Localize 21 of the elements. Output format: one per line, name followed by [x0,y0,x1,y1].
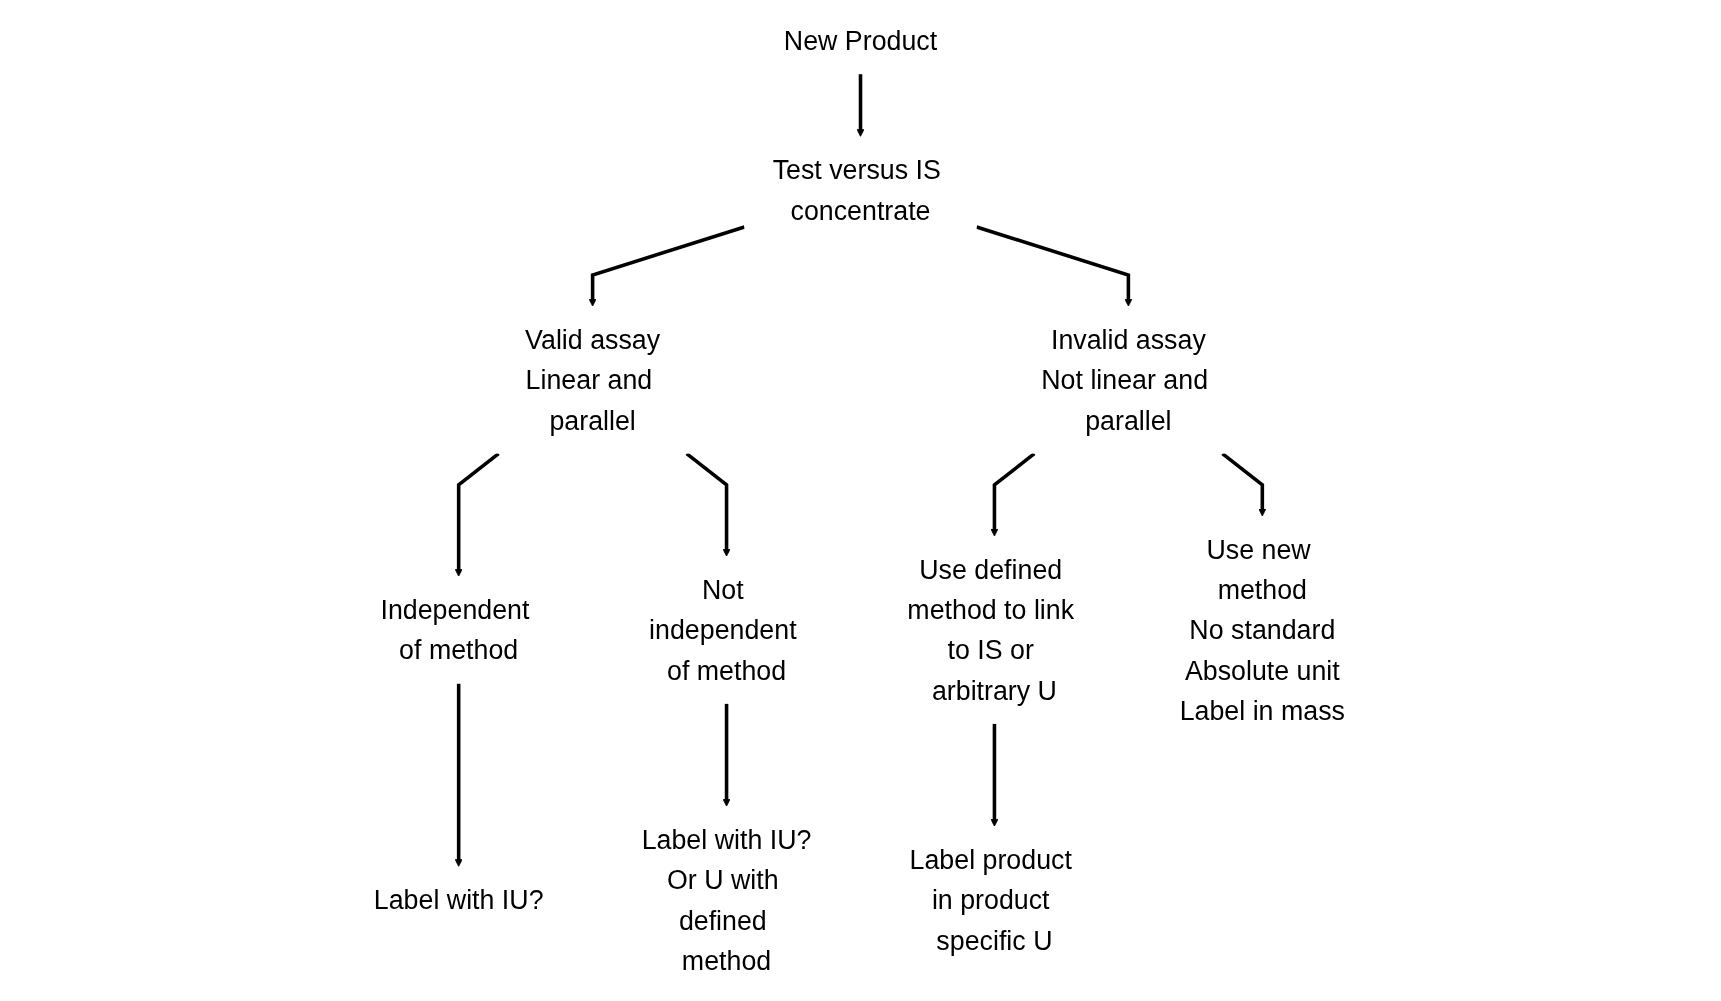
arrow [454,452,500,577]
arrow [454,683,463,867]
arrow [856,74,865,137]
arrow [722,703,731,807]
node-text: Valid assay Linear and parallel [525,325,661,435]
node-text: Use defined method to link to IS or arbitrary U [907,554,1075,705]
arrow [1221,452,1267,517]
node-text: Not independent of method [649,575,797,685]
node-text: Label with IU? [373,885,544,915]
arrow [990,452,1036,537]
node-text: Label with IU? Or U with defined method [641,825,812,976]
node-text: Label product in product specific U [909,845,1072,956]
node-text: Invalid assay Not linear and parallel [1041,325,1209,435]
arrow [685,452,731,557]
arrow [588,225,745,307]
node-text: Use new method No standard Absolute unit Label in mass [1179,534,1345,726]
arrow [990,723,999,827]
arrow [976,225,1133,307]
node-text: Test versus IS concentrate [772,155,941,226]
node-text: New Product [783,25,938,56]
node-text: Independent of method [380,595,530,665]
